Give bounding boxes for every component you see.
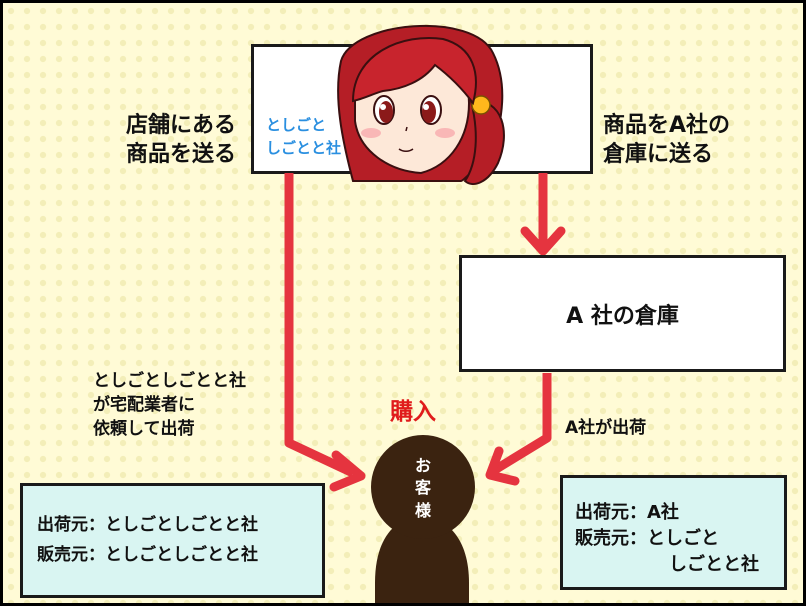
label-send-to-warehouse-line2: 倉庫に送る: [603, 141, 714, 167]
info-right-seller-key: 販売元: [575, 528, 629, 550]
label-store-ship-line1: 店舗にある: [126, 113, 237, 138]
info-right-row-seller: 販売元：としごと: [575, 526, 784, 552]
info-left-seller-sep: ：: [88, 544, 105, 565]
label-ship-from-a: A社が出荷: [565, 418, 647, 438]
info-right-shipper-value: A社: [647, 502, 679, 523]
info-right-seller-sep: ：: [629, 528, 647, 550]
info-left-seller-value: としごとしごとと社: [105, 544, 258, 565]
arrow-company-to-customer: [284, 173, 355, 478]
company-name-line2: しごとと社: [266, 138, 342, 157]
info-left-shipper-sep: ：: [88, 515, 105, 535]
label-courier: としごとしごとと社 が宅配業者に 依頼して出荷: [93, 370, 246, 441]
warehouse-label: A 社の倉庫: [566, 303, 679, 329]
info-box-right: 出荷元：A社 販売元：としごと しごとと社: [560, 475, 787, 590]
info-left-shipper-value: としごとしごとと社: [105, 515, 258, 535]
info-right-seller-value: としごと: [647, 528, 719, 550]
arrow-warehouse-to-customer: [490, 373, 552, 475]
info-right-seller-value-cont: しごとと社: [669, 554, 759, 576]
info-left-row-seller: 販売元：としごとしごとと社: [37, 541, 322, 571]
label-send-to-warehouse-line1: 商品をA社の: [603, 113, 731, 138]
label-store-ship: 店舗にある 商品を送る: [126, 112, 236, 169]
label-courier-line2: が宅配業者に: [93, 394, 195, 415]
girl-character-illustration: [337, 24, 505, 185]
label-send-to-warehouse: 商品をA社の 倉庫に送る: [603, 112, 730, 169]
info-right-shipper-sep: ：: [629, 502, 647, 523]
customer-label-line1: お: [414, 456, 431, 475]
info-right-row-shipper: 出荷元：A社: [575, 500, 784, 526]
customer-label-line3: 様: [414, 500, 431, 520]
warehouse-box: A 社の倉庫: [459, 255, 786, 372]
info-right-shipper-key: 出荷元: [575, 502, 629, 523]
info-box-left: 出荷元：としごとしごとと社 販売元：としごとしごとと社: [20, 483, 325, 598]
label-courier-line1: としごとしごとと社: [93, 371, 246, 391]
company-name-line1: としごと: [266, 116, 327, 134]
company-name-label: としごと しごとと社: [266, 114, 341, 159]
label-courier-line3: 依頼して出荷: [93, 418, 195, 439]
arrow-company-to-customer-head: [329, 450, 366, 492]
customer-silhouette-icon: [371, 435, 475, 603]
arrow-warehouse-to-customer-head: [485, 446, 520, 486]
label-purchase: 購入: [390, 399, 436, 425]
customer-label: お 客 様: [411, 455, 435, 522]
info-left-seller-key: 販売元: [37, 544, 88, 565]
customer-label-line2: 客: [414, 478, 431, 498]
info-left-row-shipper: 出荷元：としごとしごとと社: [37, 511, 322, 541]
arrow-company-to-warehouse-head: [520, 226, 566, 256]
info-left-shipper-key: 出荷元: [37, 515, 88, 535]
label-store-ship-line2: 商品を送る: [126, 141, 237, 167]
diagram-graphics: [284, 24, 566, 603]
